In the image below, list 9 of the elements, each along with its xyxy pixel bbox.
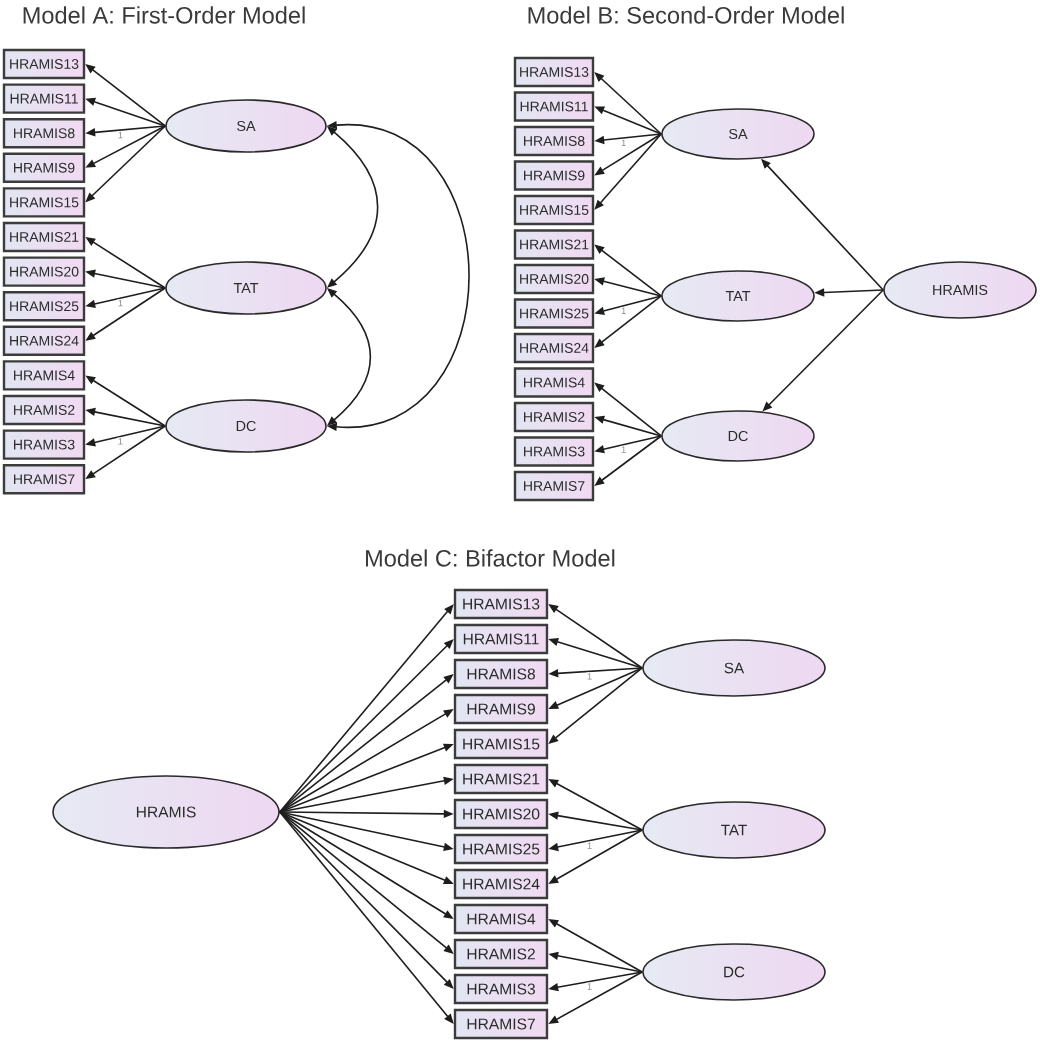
arrow — [594, 133, 662, 210]
arrow — [279, 811, 454, 1024]
arrow — [279, 639, 454, 813]
arrow — [279, 604, 454, 813]
arrow — [594, 72, 662, 135]
model-title: Model C: Bifactor Model — [366, 549, 615, 567]
arrow — [279, 811, 454, 989]
model-title: Model B: Second-Order Model — [528, 6, 844, 24]
model-title: Model A: First-Order Model — [23, 6, 305, 24]
